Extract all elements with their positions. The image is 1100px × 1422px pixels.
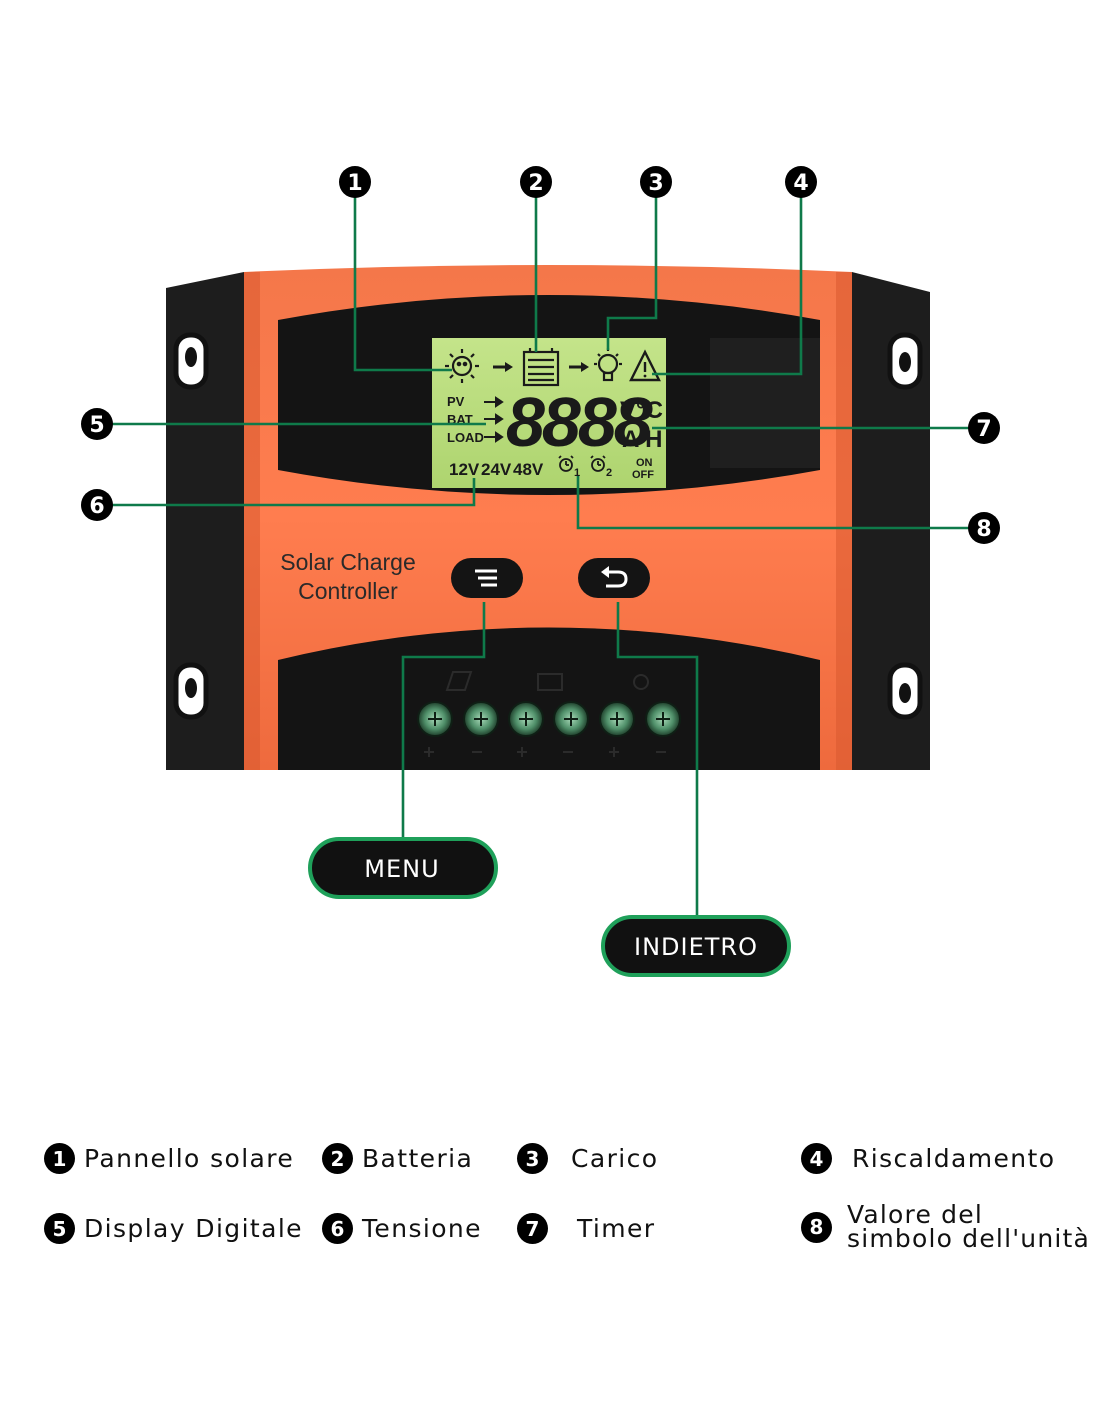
left-mount-hole-bottom <box>173 662 209 720</box>
menu-lines-icon <box>475 569 497 587</box>
legend-item-timer: 7 Timer <box>517 1213 655 1244</box>
panel-symbol-icon <box>445 671 473 691</box>
legend-item-unit-symbol: 8 Valore del simbolo dell'unità <box>801 1200 1091 1253</box>
lcd-load-label: LOAD <box>447 430 484 445</box>
callout-badge-5: 5 <box>81 408 113 440</box>
legend-label: Display Digitale <box>84 1213 303 1243</box>
lcd-digital-readout: 8888 <box>506 383 653 461</box>
legend-label: Batteria <box>362 1143 474 1173</box>
callout-badge-3: 3 <box>640 166 672 198</box>
legend-badge: 5 <box>44 1213 75 1244</box>
callout-lines <box>112 196 969 917</box>
callout-badge-4: 4 <box>785 166 817 198</box>
legend-label: Tensione <box>362 1213 482 1243</box>
lcd-on-label: ON <box>636 457 653 469</box>
lcd-voltage-12v: 12V <box>449 460 480 479</box>
callout-badge-1: 1 <box>339 166 371 198</box>
legend-badge: 6 <box>322 1213 353 1244</box>
legend-item-digital-display: 5 Display Digitale <box>44 1213 303 1244</box>
load-bulb-icon <box>594 348 622 382</box>
lcd-voltage-48v: 48V <box>513 460 544 479</box>
terminal-symbols <box>445 671 649 691</box>
back-arrow-icon <box>601 566 628 588</box>
menu-label-text: MENU <box>364 855 439 883</box>
lcd-display: PV BAT LOAD 8888 V°C A H 12V 24V 48V <box>432 338 666 488</box>
legend-badge: 3 <box>517 1143 548 1174</box>
right-mount-hole-bottom <box>887 662 923 720</box>
battery-icon <box>522 348 560 387</box>
solar-panel-sun-icon <box>445 349 479 383</box>
legend-item-voltage: 6 Tensione <box>322 1213 482 1244</box>
legend-badge: 4 <box>801 1143 832 1174</box>
legend-item-heating: 4 Riscaldamento <box>801 1143 1055 1174</box>
legend-label: Timer <box>577 1213 656 1243</box>
timer1-subscript: 1 <box>574 467 580 479</box>
terminal-block <box>417 701 681 737</box>
bulb-symbol-icon <box>633 674 649 690</box>
svg-text:3: 3 <box>648 171 663 196</box>
flow-arrow-icon <box>493 362 513 372</box>
legend-label: Pannello solare <box>84 1143 295 1173</box>
back-label-pill: INDIETRO <box>601 915 791 977</box>
left-mount-hole-top <box>173 332 209 390</box>
svg-text:2: 2 <box>528 171 543 196</box>
svg-text:6: 6 <box>89 494 104 519</box>
device-menu-button[interactable] <box>451 558 523 598</box>
menu-label-pill: MENU <box>308 837 498 899</box>
svg-text:1: 1 <box>347 171 362 196</box>
back-label-text: INDIETRO <box>634 933 758 961</box>
timer1-alarm-icon <box>558 455 574 472</box>
svg-text:8: 8 <box>976 517 991 542</box>
legend-label-line1: Valore del <box>847 1200 983 1229</box>
battery-symbol-icon <box>537 673 563 691</box>
callout-badge-7: 7 <box>968 412 1000 444</box>
lcd-unit-amp-hour: A H <box>622 426 662 453</box>
timer2-subscript: 2 <box>606 467 612 479</box>
callout-badge-6: 6 <box>81 489 113 521</box>
terminal-polarity-marks <box>424 747 666 757</box>
flow-arrow-icon <box>569 362 589 372</box>
charge-controller-device: PV BAT LOAD 8888 V°C A H 12V 24V 48V <box>166 265 930 770</box>
svg-text:4: 4 <box>793 171 808 196</box>
legend-label: Riscaldamento <box>852 1143 1056 1173</box>
lcd-pv-label: PV <box>447 394 465 409</box>
legend-badge: 1 <box>44 1143 75 1174</box>
lcd-small-arrows-icon <box>484 396 504 443</box>
terminal-area <box>278 627 820 770</box>
left-mounting-bracket <box>166 272 244 770</box>
lcd-voltage-24v: 24V <box>481 460 512 479</box>
svg-text:5: 5 <box>89 413 104 438</box>
lcd-off-label: OFF <box>632 469 654 481</box>
legend-label-line2: simbolo dell'unità <box>847 1224 1091 1253</box>
legend-label: Valore del simbolo dell'unità <box>847 1200 1091 1253</box>
product-label-line2: Controller <box>298 578 398 604</box>
callout-badge-2: 2 <box>520 166 552 198</box>
callout-badge-8: 8 <box>968 512 1000 544</box>
right-mount-hole-top <box>887 332 923 390</box>
svg-text:7: 7 <box>976 417 991 442</box>
legend-item-battery: 2 Batteria <box>322 1143 473 1174</box>
timer2-alarm-icon <box>590 455 606 472</box>
lcd-unit-volt-celsius: V°C <box>620 397 663 424</box>
right-mounting-bracket <box>852 272 930 770</box>
legend-badge: 2 <box>322 1143 353 1174</box>
product-label-line1: Solar Charge <box>280 549 416 575</box>
warning-triangle-icon <box>629 349 661 382</box>
legend-item-solar-panel: 1 Pannello solare <box>44 1143 294 1174</box>
legend-label: Carico <box>571 1143 659 1173</box>
legend-item-load: 3 Carico <box>517 1143 658 1174</box>
legend-badge: 7 <box>517 1213 548 1244</box>
legend-badge: 8 <box>801 1211 832 1243</box>
device-back-button[interactable] <box>578 558 650 598</box>
